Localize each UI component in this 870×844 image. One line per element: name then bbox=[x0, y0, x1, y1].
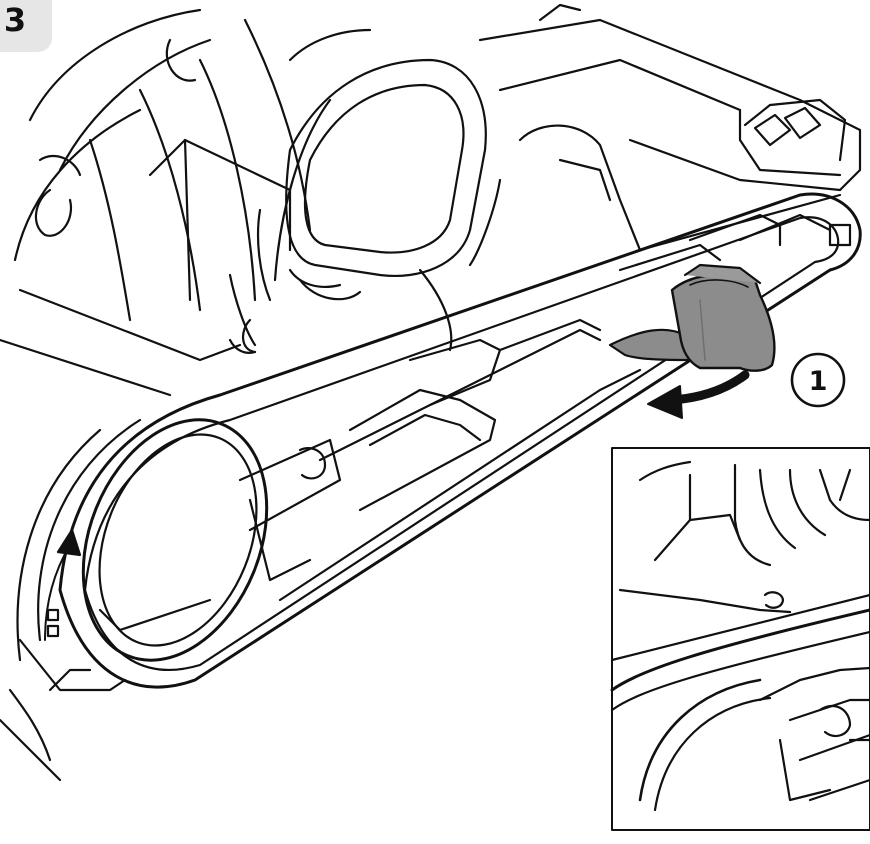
front-roller bbox=[81, 418, 269, 662]
grip-frame bbox=[256, 28, 502, 352]
inset-detail bbox=[610, 447, 870, 831]
tension-lever bbox=[608, 263, 776, 372]
step-number: 3 bbox=[3, 1, 27, 39]
curved-arrow-left-icon bbox=[647, 370, 750, 419]
motor-housing bbox=[0, 8, 312, 397]
callout-1: 1 bbox=[790, 352, 846, 408]
step-badge: 3 bbox=[0, 0, 52, 52]
rotation-arrow-icon bbox=[44, 528, 82, 641]
rear-block bbox=[478, 3, 862, 252]
callout-label: 1 bbox=[809, 366, 828, 397]
base-plate bbox=[0, 638, 127, 782]
